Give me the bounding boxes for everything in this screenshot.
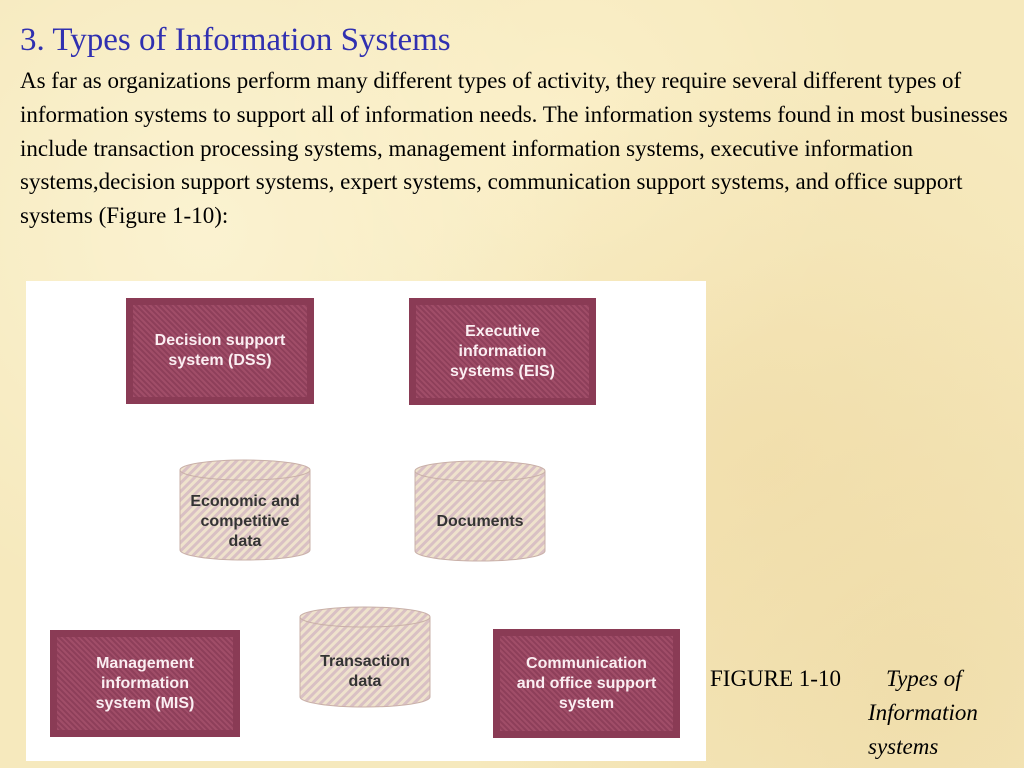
caption-title-line: Information <box>868 700 978 725</box>
communication-office-label: Communication and office support system <box>516 654 657 712</box>
cylinder-shape <box>299 606 431 708</box>
cylinder-shape <box>179 459 311 561</box>
figure-caption-title: Types of Information systems <box>868 662 1008 764</box>
economic-data-cylinder: Economic and competitive data <box>178 458 312 562</box>
documents-cylinder: Documents <box>413 459 547 563</box>
cylinder-shape <box>414 460 546 562</box>
mis-box: Management information system (MIS) <box>50 630 240 737</box>
transaction-data-cylinder: Transaction data <box>298 605 432 709</box>
dss-box: Decision support system (DSS) <box>126 298 314 404</box>
documents-label: Documents <box>436 513 524 530</box>
slide-paragraph: As far as organizations perform many dif… <box>20 68 1008 229</box>
eis-label: Executive information systems (EIS) <box>450 322 555 380</box>
dss-label: Decision support system (DSS) <box>154 332 286 369</box>
figure-caption-label: FIGURE 1-10 <box>710 666 841 691</box>
communication-office-box: Communication and office support system <box>493 629 680 738</box>
eis-box: Executive information systems (EIS) <box>409 298 596 405</box>
economic-data-label: Economic and competitive data <box>190 493 300 550</box>
transaction-data-label: Transaction data <box>320 653 410 690</box>
caption-title-line: systems <box>868 734 939 759</box>
caption-title-line: Types of <box>886 666 962 691</box>
information-systems-figure: Decision support system (DSS) Executive … <box>26 281 706 761</box>
mis-label: Management information system (MIS) <box>95 654 195 712</box>
slide-title: 3. Types of Information Systems <box>20 22 451 58</box>
